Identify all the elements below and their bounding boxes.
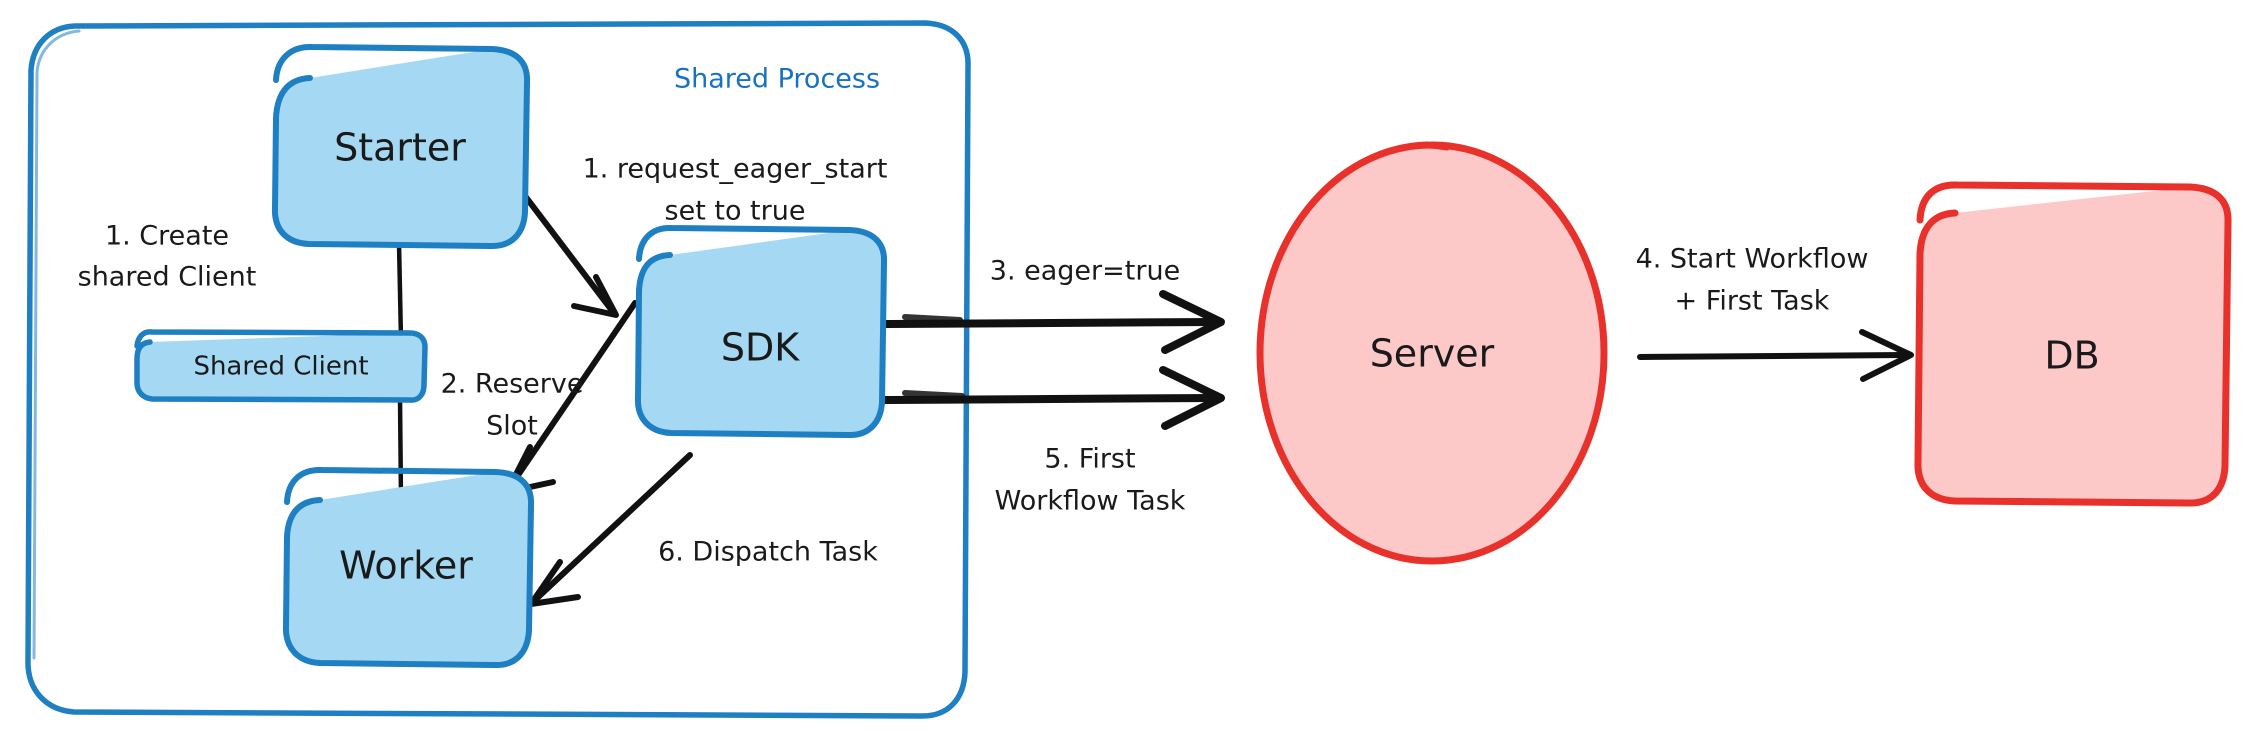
edge-dispatch-task: 6. Dispatch Task: [528, 452, 878, 607]
edge-label-request-eager-start-line2: set to true: [665, 196, 806, 227]
edge-reserve-slot: 2. Reserve Slot: [441, 300, 638, 495]
shared-process-title: Shared Process: [674, 64, 880, 95]
node-db[interactable]: DB: [1914, 181, 2232, 507]
node-worker-border: [282, 466, 535, 669]
node-db-border: [1914, 181, 2232, 507]
node-server-border: [1256, 141, 1608, 565]
shared-process-border-sketch: [32, 29, 81, 660]
edge-create-shared-client: 1. Create shared Client: [78, 221, 404, 503]
node-server[interactable]: Server: [1256, 141, 1608, 565]
node-server-fill: [1260, 145, 1604, 561]
node-starter-label: Starter: [334, 126, 466, 170]
edge-label-start-workflow-line1: 4. Start Workflow: [1636, 244, 1869, 275]
edge-label-first-workflow-task-line1: 5. First: [1044, 444, 1135, 475]
node-shared-client-border: [134, 329, 428, 403]
node-shared-client[interactable]: Shared Client: [134, 329, 428, 403]
node-worker-fill: [285, 472, 532, 666]
node-shared-client-fill: [137, 333, 425, 401]
edge-label-request-eager-start-line1: 1. request_eager_start: [583, 154, 888, 185]
edge-eager-true: 3. eager=true: [881, 256, 1225, 354]
edge-label-reserve-slot-line1: 2. Reserve: [441, 369, 584, 400]
node-starter-fill: [274, 49, 528, 247]
node-shared-client-label: Shared Client: [193, 352, 368, 382]
edge-label-dispatch-task: 6. Dispatch Task: [658, 537, 878, 568]
edge-label-reserve-slot-line2: Slot: [486, 411, 538, 442]
edge-first-workflow-task: 5. First Workflow Task: [881, 366, 1225, 517]
edge-label-eager-true: 3. eager=true: [990, 256, 1180, 287]
node-sdk-fill: [637, 230, 885, 436]
node-db-fill: [1917, 187, 2229, 504]
node-worker[interactable]: Worker: [282, 466, 535, 669]
edge-label-start-workflow-line2: + First Task: [1675, 286, 1830, 317]
node-server-label: Server: [1370, 332, 1495, 376]
shared-process-border: [25, 20, 971, 719]
edge-start-workflow: 4. Start Workflow + First Task: [1636, 244, 1914, 382]
node-starter[interactable]: Starter: [271, 43, 531, 250]
shared-process-group: Shared Process: [25, 20, 971, 719]
node-sdk-label: SDK: [721, 326, 800, 370]
edge-label-first-workflow-task-line2: Workflow Task: [995, 486, 1186, 517]
node-db-label: DB: [2044, 334, 2099, 378]
edge-label-create-shared-client-line1: 1. Create: [105, 221, 229, 252]
node-starter-border: [271, 43, 531, 250]
node-sdk[interactable]: SDK: [634, 224, 888, 439]
edge-label-create-shared-client-line2: shared Client: [78, 262, 257, 293]
node-worker-label: Worker: [339, 544, 473, 588]
node-sdk-border: [634, 224, 888, 439]
